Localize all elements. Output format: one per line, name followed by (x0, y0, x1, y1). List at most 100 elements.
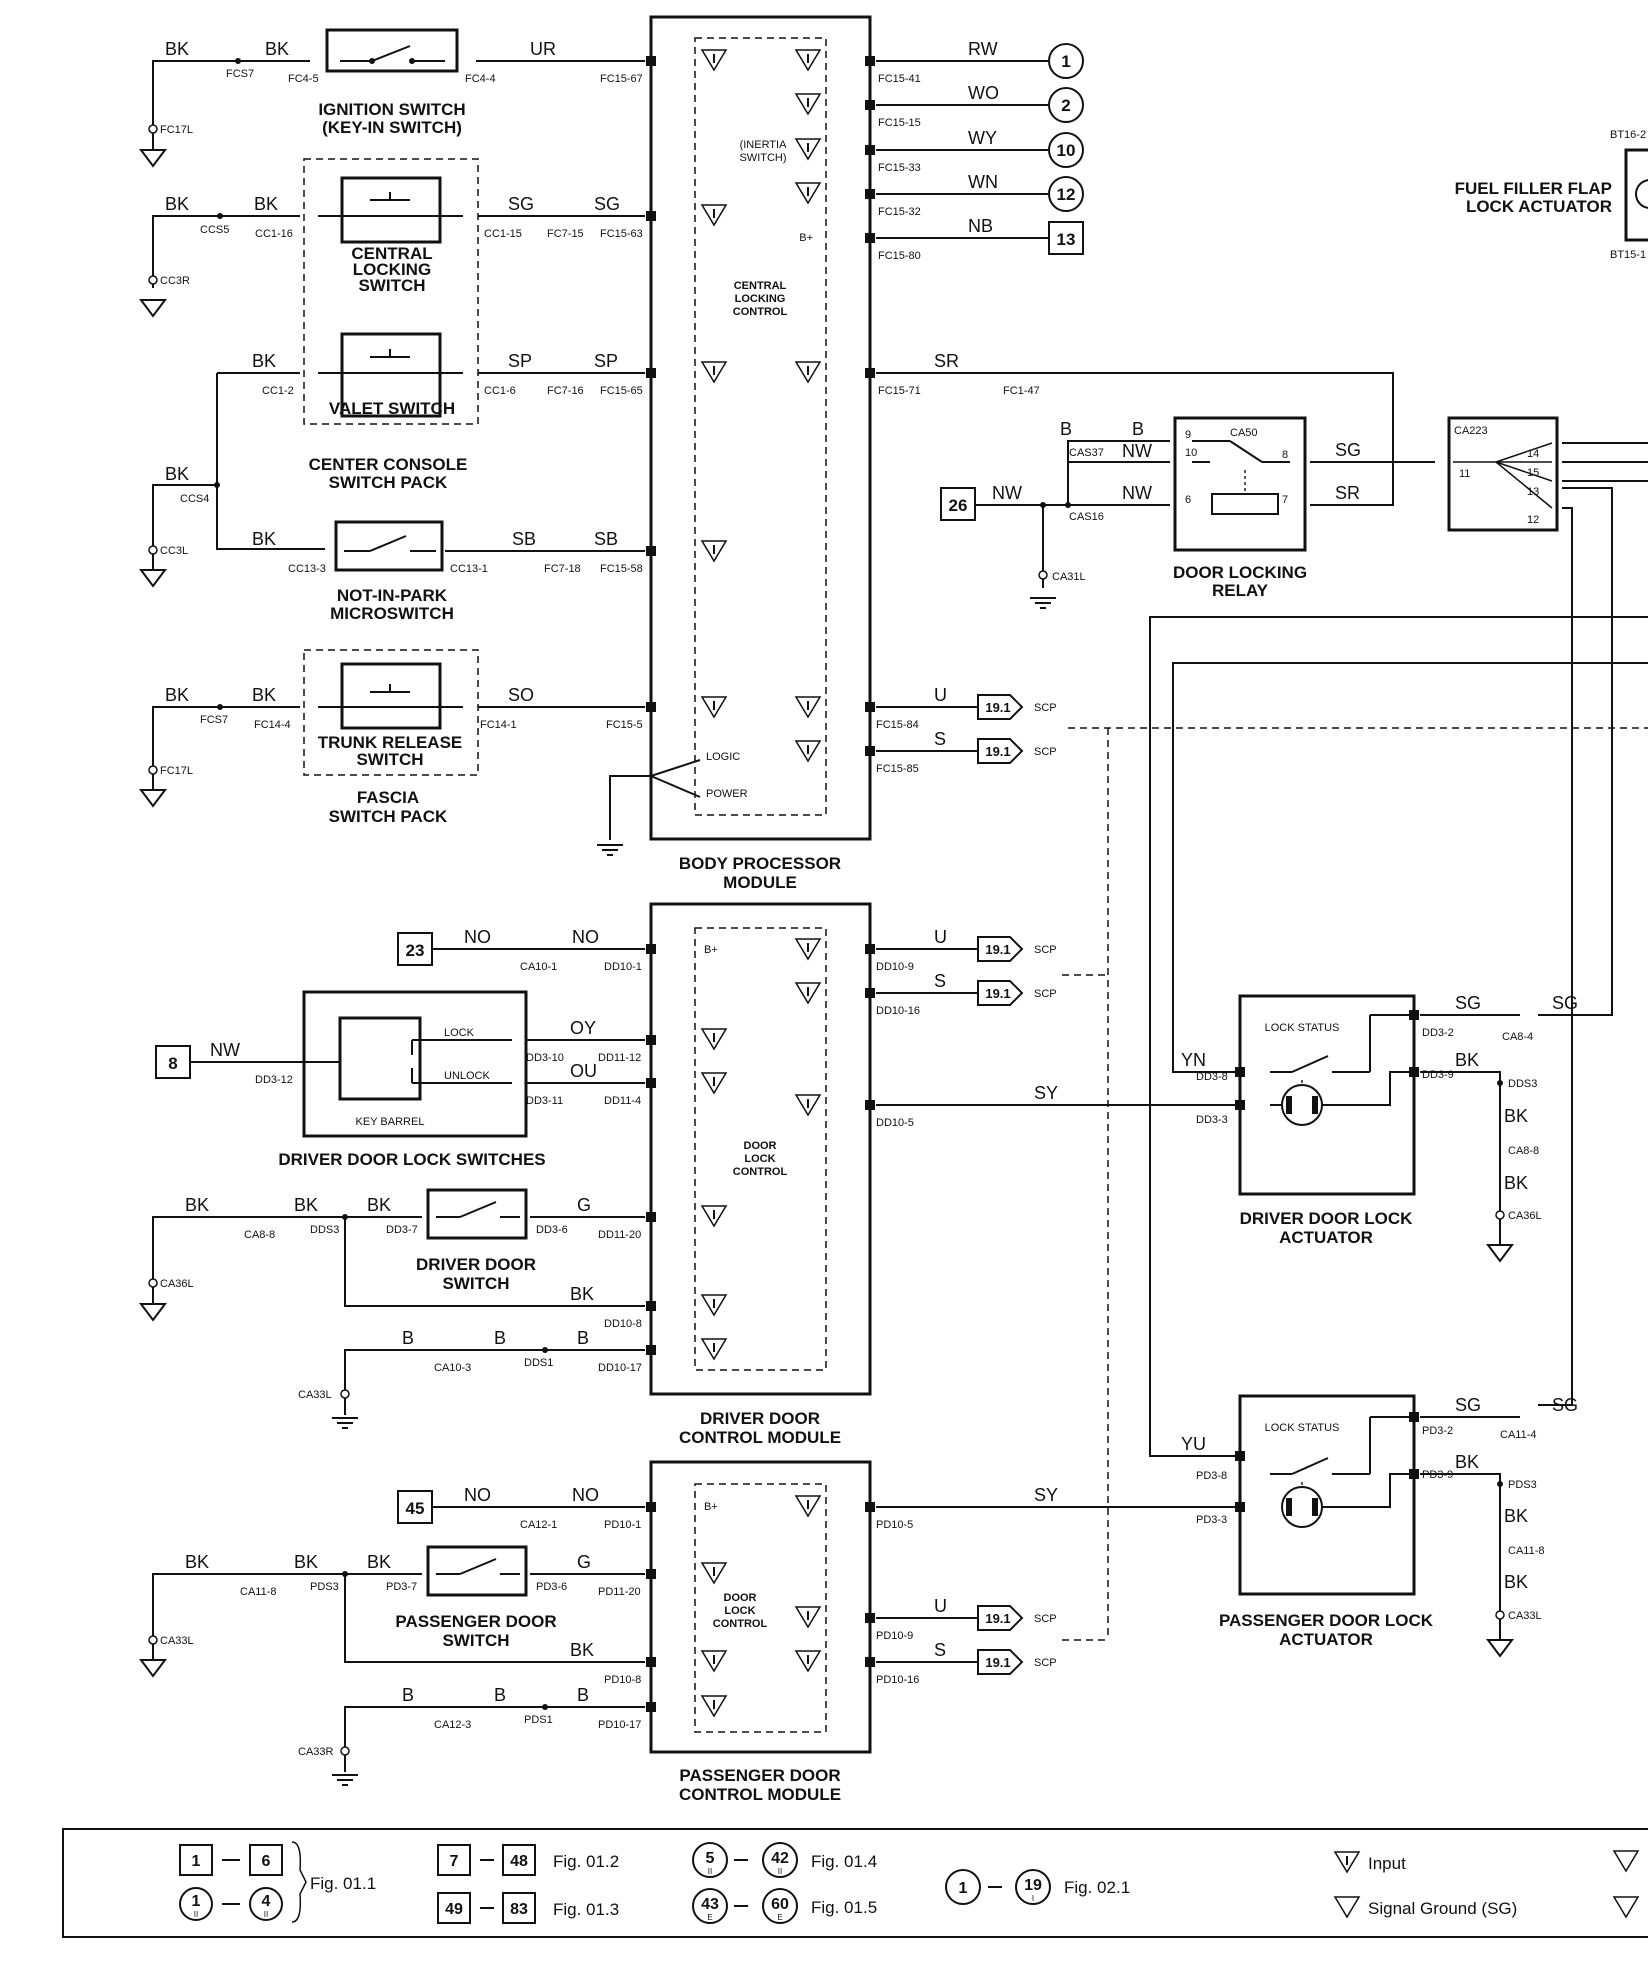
conn-dds3-b: DDS3 (1508, 1078, 1537, 1090)
wire-b-8: B (577, 1685, 589, 1705)
relay-pin-8: 8 (1282, 449, 1288, 461)
conn-fc15-80: FC15-80 (878, 250, 921, 262)
splice-name: CA223 (1454, 425, 1488, 437)
conn-dd11-20: DD11-20 (598, 1229, 641, 1241)
ddcm-inner-1: DOOR (744, 1140, 777, 1152)
ddla-status: LOCK STATUS (1265, 1022, 1340, 1034)
fuel-title-2: LOCK ACTUATOR (1466, 197, 1612, 216)
wire-bk-4: BK (254, 194, 278, 214)
conn-cc13-1: CC13-1 (450, 563, 488, 575)
dds-title-2: SWITCH (442, 1274, 509, 1293)
conn-cc1-6: CC1-6 (484, 385, 516, 397)
conn-fc15-15: FC15-15 (878, 117, 921, 129)
conn-dd10-8: DD10-8 (604, 1318, 642, 1330)
scp-label-6: SCP (1034, 1657, 1057, 1669)
wire-bk-17: BK (185, 1552, 209, 1572)
conn-cc1-15: CC1-15 (484, 228, 522, 240)
conn-pd10-5: PD10-5 (876, 1519, 913, 1531)
fuel-conn-2: BT15-1 (1610, 249, 1646, 261)
relay-title-1: DOOR LOCKING (1173, 563, 1307, 582)
wire-bk-21: BK (1455, 1452, 1479, 1472)
wire-sp-1: SP (508, 351, 532, 371)
conn-dd10-9: DD10-9 (876, 961, 914, 973)
conn-pd10-9: PD10-9 (876, 1630, 913, 1642)
conn-fc15-5: FC15-5 (606, 719, 643, 731)
conn-fc15-65: FC15-65 (600, 385, 643, 397)
wire-sy-2: SY (1034, 1485, 1058, 1505)
wire-bk-16: BK (1504, 1173, 1528, 1193)
ddls-lock: LOCK (444, 1027, 475, 1039)
wire-no-2: NO (572, 927, 599, 947)
wire-b-2: B (1132, 419, 1144, 439)
central-title-1: CENTRAL (351, 244, 432, 263)
legend-b7: 7 (450, 1853, 459, 1870)
splice-11: 11 (1459, 468, 1470, 480)
scp-label-3: SCP (1034, 944, 1057, 956)
ddcm-box (649, 902, 872, 1396)
wire-bk-9: BK (252, 685, 276, 705)
conn-ccs5: CCS5 (200, 224, 229, 236)
conn-pd3-3: PD3-3 (1196, 1514, 1227, 1526)
wire-g-2: G (577, 1552, 591, 1572)
wire-bk-3: BK (165, 194, 189, 214)
scp-ref-4: 19.1 (985, 986, 1010, 1001)
pds-title-2: SWITCH (442, 1631, 509, 1650)
legend-c4: 4 (262, 1893, 271, 1910)
bpm-inertia-2: SWITCH) (739, 152, 786, 164)
wire-bk-10: BK (185, 1195, 209, 1215)
legend-b6: 6 (262, 1853, 271, 1870)
bpm-inner-2: LOCKING (735, 293, 786, 305)
legend-c5: 5 (706, 1850, 715, 1867)
wire-nw-3: NW (1122, 483, 1152, 503)
conn-cc3r: CC3R (160, 275, 190, 287)
conn-pd3-2: PD3-2 (1422, 1425, 1453, 1437)
wire-so: SO (508, 685, 534, 705)
wire-yn: YN (1181, 1050, 1206, 1070)
conn-pds3-b: PDS3 (1508, 1479, 1537, 1491)
wire-bk-12: BK (367, 1195, 391, 1215)
legend-c4-sub: II (264, 1910, 268, 1919)
wire-sr-2: SR (1335, 483, 1360, 503)
scp-label-1: SCP (1034, 702, 1057, 714)
wire-sg-6: SG (1455, 1395, 1481, 1415)
wire-sb-2: SB (594, 529, 618, 549)
bpm-inertia-1: (INERTIA (740, 139, 788, 151)
conn-dd3-12: DD3-12 (255, 1074, 293, 1086)
conn-fc15-41: FC15-41 (878, 73, 921, 85)
wire-sg-1: SG (508, 194, 534, 214)
wire-b-7: B (494, 1685, 506, 1705)
conn-fc7-18: FC7-18 (544, 563, 581, 575)
scp-label-2: SCP (1034, 746, 1057, 758)
scp-label-4: SCP (1034, 988, 1057, 1000)
pdla-title-2: ACTUATOR (1279, 1630, 1373, 1649)
legend-b49: 49 (445, 1901, 463, 1918)
conn-fcs7: FCS7 (226, 68, 254, 80)
conn-ca11-8: CA11-8 (240, 1586, 276, 1598)
conn-dd3-8: DD3-8 (1196, 1071, 1228, 1083)
ref-23: 23 (406, 941, 425, 960)
ddls-unlock: UNLOCK (444, 1070, 491, 1082)
legend-c1: 1 (192, 1893, 201, 1910)
conn-pd10-16: PD10-16 (876, 1674, 919, 1686)
relay-pin-7: 7 (1282, 494, 1288, 506)
legend-fig013: Fig. 01.3 (553, 1900, 619, 1919)
ddcm-inner-2: LOCK (744, 1153, 775, 1165)
conn-pd3-7: PD3-7 (386, 1581, 417, 1593)
conn-fc15-58: FC15-58 (600, 563, 643, 575)
wire-bk-6: BK (165, 464, 189, 484)
legend-c60-sub: E (777, 1913, 782, 1922)
ddla-title-1: DRIVER DOOR LOCK (1240, 1209, 1414, 1228)
bpm-box (649, 15, 872, 841)
legend-fig021: Fig. 02.1 (1064, 1878, 1130, 1897)
conn-dds1: DDS1 (524, 1357, 553, 1369)
relay-pin-10: 10 (1185, 447, 1197, 459)
wire-bk-7: BK (252, 529, 276, 549)
conn-fc7-15: FC7-15 (547, 228, 584, 240)
conn-pd3-9: PD3-9 (1422, 1469, 1453, 1481)
pdcm-title-2: CONTROL MODULE (679, 1785, 841, 1804)
wire-u-1: U (934, 685, 947, 705)
wire-bk-11: BK (294, 1195, 318, 1215)
wire-b-6: B (402, 1685, 414, 1705)
conn-ca33l: CA33L (298, 1389, 332, 1401)
ref-2: 2 (1061, 96, 1070, 115)
